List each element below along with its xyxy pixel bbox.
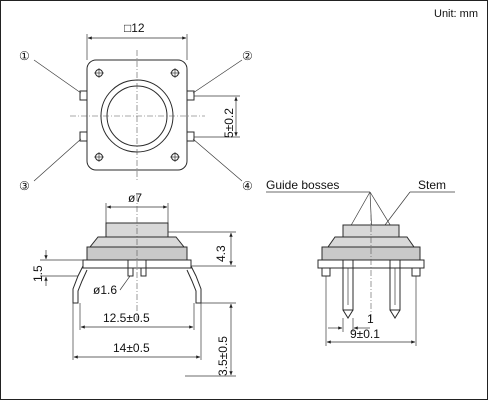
- leads-end: [342, 259, 401, 319]
- corner-bosses: [94, 68, 180, 162]
- pin-label-1: ①: [19, 49, 30, 63]
- pin-3: [79, 131, 88, 142]
- pin-label-3: ③: [19, 179, 30, 193]
- top-view: □12 ① ② ③ ④ 5±0.2: [19, 21, 253, 193]
- overall-width-dim: 14±0.5: [113, 341, 150, 355]
- top-width-dim: □12: [124, 21, 145, 35]
- switch-body-top: [86, 59, 188, 171]
- side-view: ø7 4.3 1.5 ø1.6 12: [31, 191, 236, 377]
- unit-label: Unit: mm: [434, 8, 478, 20]
- pin-1: [79, 90, 88, 101]
- pin-pitch-dim: 5±0.2: [222, 108, 236, 138]
- guide-bosses-label: Guide bosses: [266, 178, 339, 192]
- lead-width-dim: 1: [367, 312, 374, 326]
- pitch-dim: 9±0.1: [350, 327, 380, 341]
- pin-2: [186, 90, 195, 101]
- height-dim: 4.3: [214, 245, 228, 262]
- stem-label: Stem: [418, 178, 446, 192]
- lead-left: [72, 265, 88, 304]
- pin-4: [186, 131, 195, 142]
- stem-diameter-dim: ø7: [128, 191, 142, 205]
- pin-label-2: ②: [242, 49, 253, 63]
- pin-diameter-dim: ø1.6: [93, 283, 117, 297]
- pin-label-4: ④: [242, 179, 253, 193]
- end-view: Guide bosses Stem: [266, 178, 455, 346]
- lead-length-dim: 3.5±0.5: [216, 336, 230, 376]
- base-thickness-dim: 1.5: [31, 265, 45, 282]
- lead-right: [186, 265, 202, 304]
- body-width-dim: 12.5±0.5: [103, 311, 150, 325]
